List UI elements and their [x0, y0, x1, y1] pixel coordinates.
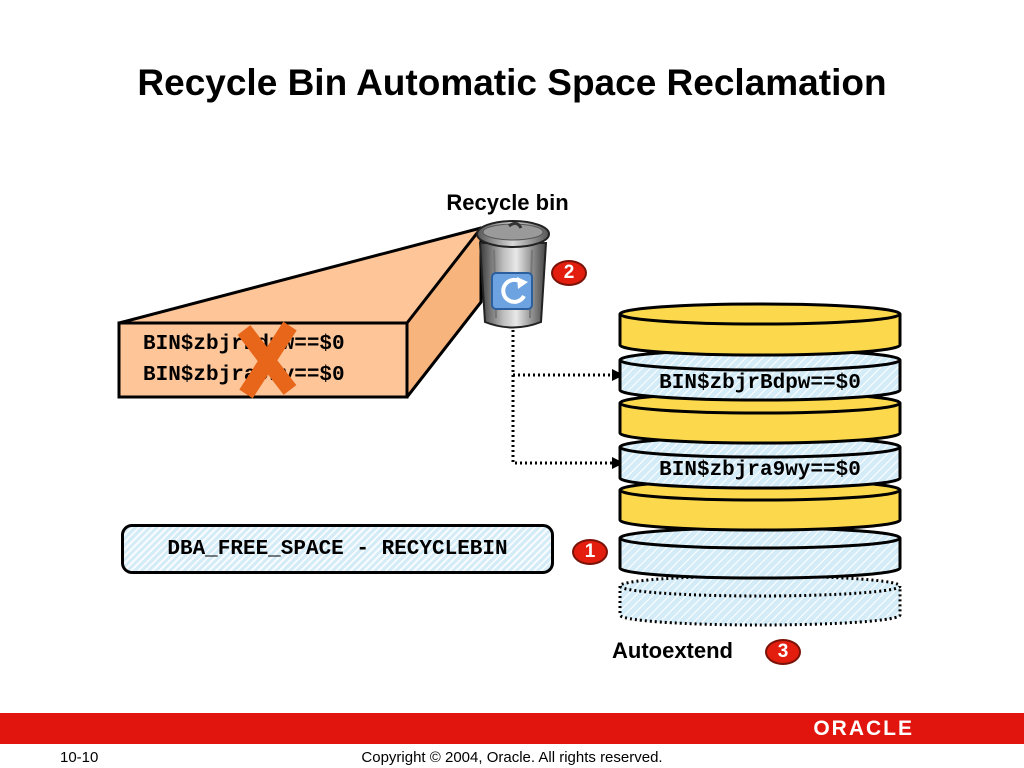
delete-x-icon [237, 321, 297, 399]
used-segment-1 [618, 302, 902, 357]
arrow-head-2 [612, 457, 624, 469]
connector-lines [511, 330, 612, 465]
badge-1: 1 [572, 539, 608, 565]
free-space-segment [618, 526, 902, 580]
slide-title: Recycle Bin Automatic Space Reclamation [137, 62, 887, 103]
bin-entry-2: BIN$zbjra9wy==$0 [143, 364, 345, 387]
connector-to-segment-1 [511, 330, 612, 377]
page-number: 10-10 [60, 749, 99, 766]
tablespace-stack [618, 302, 902, 627]
segment-label-2: BIN$zbjra9wy==$0 [659, 459, 861, 482]
copyright-notice: Copyright © 2004, Oracle. All rights res… [361, 749, 663, 766]
dropped-segment-2 [618, 435, 902, 490]
oracle-logo: ORACLE [813, 717, 914, 740]
segment-label-1: BIN$zbjrBdpw==$0 [659, 372, 861, 395]
arrow-head-1 [612, 369, 624, 381]
footer-bar [0, 713, 1024, 744]
badge-2: 2 [551, 260, 587, 286]
connector-to-segment-2 [511, 375, 612, 465]
badge-3: 3 [765, 639, 801, 665]
autoextend-segment [618, 574, 902, 627]
autoextend-label: Autoextend [612, 638, 733, 663]
recycle-bin-label: Recycle bin [446, 190, 569, 215]
bin-entry-1: BIN$zbjrBdpw==$0 [143, 333, 345, 356]
recycle-arrow-icon [491, 272, 533, 310]
free-space-formula-box: DBA_FREE_SPACE - RECYCLEBIN [121, 524, 554, 574]
free-space-formula: DBA_FREE_SPACE - RECYCLEBIN [167, 537, 508, 561]
